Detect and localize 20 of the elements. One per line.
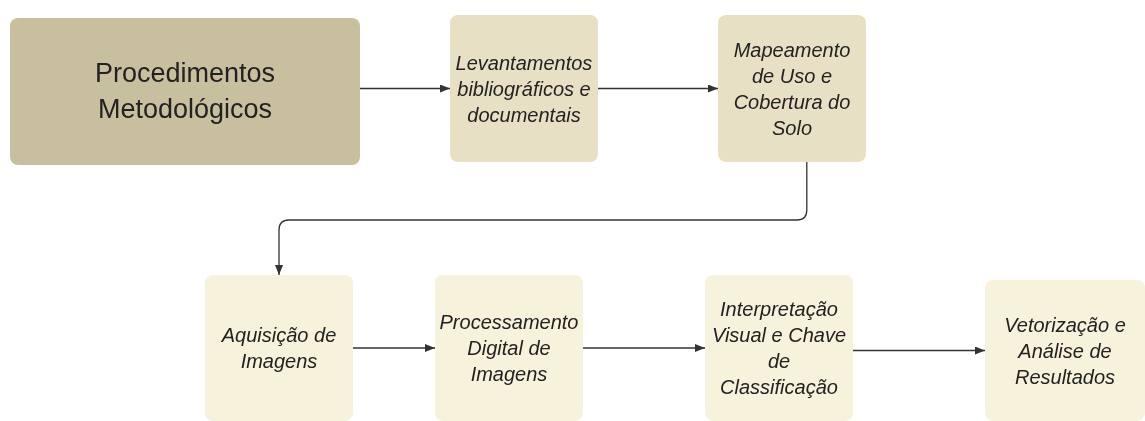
arrow <box>275 161 808 276</box>
process-box <box>435 275 583 421</box>
arrow <box>359 84 451 93</box>
arrow <box>352 344 436 352</box>
process-box <box>450 15 598 162</box>
box-label: Processamento Digital de Imagens <box>439 310 579 387</box>
box-label: Procedimentos Metodológicos <box>95 57 275 126</box>
box-label: Interpretação Visual e Chave de Classificação <box>710 297 848 400</box>
process-box <box>718 15 866 162</box>
box-label: Levantamentos bibliográficos e documentais <box>454 50 594 128</box>
box-label: Aquisição de Imagens <box>220 323 338 374</box>
box-label: Vetorização e Análise de Resultados <box>1003 312 1127 390</box>
box-label: Mapeamento de Uso e Cobertura do Solo <box>732 37 852 141</box>
process-box <box>205 275 353 421</box>
arrow <box>597 84 719 93</box>
arrow <box>852 346 986 355</box>
arrow <box>582 344 706 352</box>
process-box <box>10 18 360 165</box>
process-box <box>985 280 1145 421</box>
process-box <box>705 275 853 421</box>
